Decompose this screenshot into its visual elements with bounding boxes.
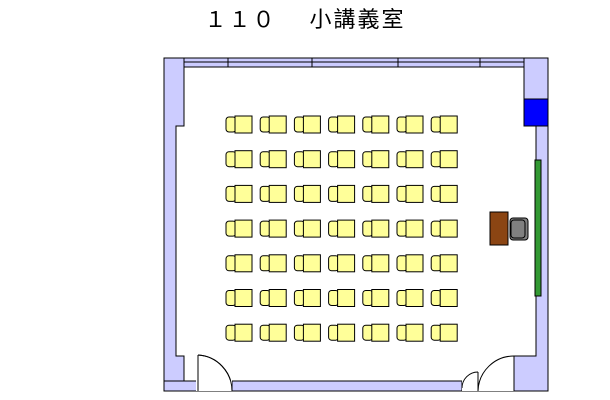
desk-chair-icon (259, 254, 287, 273)
desk-chair-icon (430, 323, 458, 342)
desk-chair-icon (225, 184, 253, 203)
desk-chair-icon (293, 150, 321, 169)
desk-chair-icon (259, 323, 287, 342)
desk-chair-icon (293, 184, 321, 203)
desk-chair-icon (328, 150, 356, 169)
desk-chair-icon (328, 115, 356, 134)
desk-chair-icon (362, 323, 390, 342)
desk-chair-icon (293, 289, 321, 307)
desk-chair-icon (362, 150, 390, 169)
door-swing-icon (196, 354, 233, 392)
desk-chair-icon (225, 115, 253, 134)
desk-chair-icon (362, 254, 390, 273)
desk-chair-icon (362, 289, 390, 307)
desk-chair-icon (225, 289, 253, 307)
door-swing-icon (461, 355, 515, 392)
desk-chair-icon (259, 184, 287, 203)
blue-panel-icon (523, 98, 549, 127)
desk-chair-icon (430, 184, 458, 203)
desk-chair-icon (362, 184, 390, 203)
desk-chair-icon (293, 254, 321, 273)
desk-chair-icon (396, 323, 424, 342)
desk-chair-icon (293, 115, 321, 134)
desk-chair-icon (396, 219, 424, 238)
desk-chair-icon (259, 289, 287, 307)
top-wall (163, 57, 549, 68)
desk-chair-icon (430, 254, 458, 273)
desk-chair-icon (225, 219, 253, 238)
desk-chair-icon (259, 219, 287, 238)
desk-chair-icon (362, 219, 390, 238)
desk-chair-icon (293, 219, 321, 238)
desk-chair-icon (328, 254, 356, 273)
blackboard-icon (534, 159, 542, 297)
desk-chair-icon (259, 150, 287, 169)
lectern-icon (489, 211, 509, 246)
desk-chair-icon (396, 289, 424, 307)
desk-chair-icon (396, 150, 424, 169)
desk-chair-icon (328, 289, 356, 307)
room-title: １１０ 小講義室 (204, 8, 406, 33)
desk-chair-icon (328, 184, 356, 203)
seating-grid (225, 115, 458, 342)
desk-chair-icon (396, 115, 424, 134)
desk-chair-icon (328, 323, 356, 342)
chair-icon (509, 217, 529, 241)
desk-chair-icon (225, 150, 253, 169)
desk-chair-icon (225, 323, 253, 342)
bottom-wall-left (163, 380, 199, 392)
desk-chair-icon (293, 323, 321, 342)
desk-chair-icon (430, 219, 458, 238)
desk-chair-icon (396, 184, 424, 203)
desk-chair-icon (430, 115, 458, 134)
desk-chair-icon (328, 219, 356, 238)
desk-chair-icon (225, 254, 253, 273)
desk-chair-icon (396, 254, 424, 273)
bottom-wall-middle (231, 380, 463, 392)
desk-chair-icon (259, 115, 287, 134)
desk-chair-icon (430, 289, 458, 307)
desk-chair-icon (430, 150, 458, 169)
desk-chair-icon (362, 115, 390, 134)
